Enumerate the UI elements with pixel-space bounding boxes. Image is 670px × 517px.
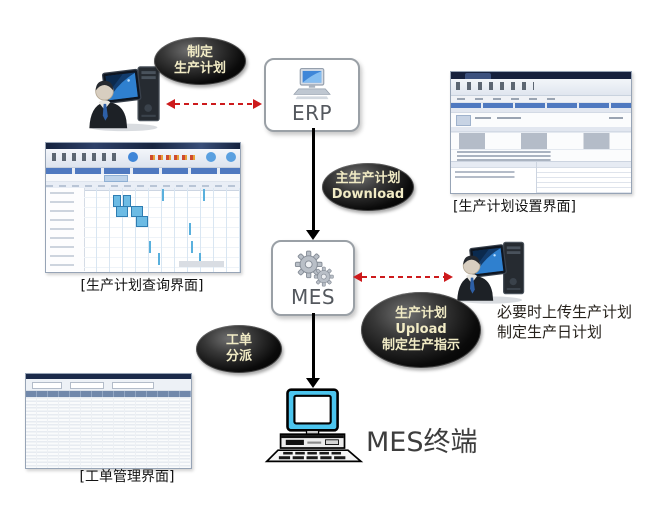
- callout-line: 分派: [225, 349, 252, 364]
- arrowhead-left-icon: [166, 99, 175, 109]
- screenshot-toolbar: [451, 79, 631, 96]
- panel-header: [451, 162, 536, 168]
- filter-chip: [104, 175, 128, 182]
- mes-label: MES: [290, 285, 336, 309]
- arrow-line: [311, 128, 315, 230]
- screenshot-filterbar: [46, 174, 240, 182]
- callout-line: Download: [331, 187, 405, 202]
- panel-rows: [536, 168, 631, 193]
- row-labels-column: [46, 188, 85, 271]
- panel-header: [536, 162, 631, 168]
- callout-line: 主生产计划: [335, 170, 401, 186]
- mes-node: MES: [271, 240, 355, 316]
- filter-input: [112, 382, 154, 389]
- gantt-bar: [116, 206, 128, 217]
- text-dash: [475, 117, 491, 119]
- callout-mps-download: 主生产计划 Download: [322, 163, 414, 211]
- text-dash: [497, 117, 521, 119]
- toolbar-chart-icon: [206, 152, 216, 162]
- fields-grid: [451, 132, 631, 149]
- erp-node: ERP: [264, 58, 360, 132]
- section-band: [451, 108, 631, 113]
- table-rows: [26, 397, 191, 468]
- arrow-mes-user: [353, 272, 453, 282]
- left-panel: [451, 162, 537, 193]
- screenshot-tabstrip: [451, 103, 631, 108]
- callout-plan-upload: 生产计划 Upload 制定生产指示: [361, 292, 481, 368]
- screenshot-titlebar: [46, 143, 240, 149]
- right-panel: [536, 162, 631, 193]
- gantt-bar: [199, 253, 201, 265]
- erp-computer-icon: [293, 67, 331, 100]
- dashed-line: [362, 276, 444, 278]
- erp-label: ERP: [291, 101, 333, 125]
- scrollbar: [179, 261, 224, 267]
- table-header: [26, 391, 191, 398]
- toolbar-icons: [52, 153, 118, 161]
- note-line: 必要时上传生产计划: [497, 303, 633, 321]
- note-line: 制定生产日计划: [497, 323, 603, 341]
- screenshot-titlebar: [26, 374, 191, 379]
- gantt-bar: [162, 189, 164, 201]
- caption-plan-setting: [生产计划设置界面]: [453, 199, 576, 215]
- filter-input: [70, 382, 104, 389]
- toolbar-help-icon: [226, 152, 236, 162]
- gantt-bar: [189, 223, 191, 235]
- arrowhead-down-icon: [306, 378, 320, 388]
- arrow-erp-mes: [306, 128, 320, 240]
- screenshot-titlebar: [451, 72, 631, 79]
- text-dash: [609, 117, 623, 119]
- callout-line: 制定: [186, 44, 213, 60]
- scheduler-user-computer-icon: [452, 240, 536, 304]
- planner-user-computer-icon: [86, 64, 170, 132]
- caption-work-order: [工单管理界面]: [79, 469, 175, 485]
- callout-work-order: 工单 分派: [196, 325, 282, 373]
- gantt-bar: [158, 253, 160, 265]
- arrowhead-down-icon: [306, 230, 320, 240]
- arrow-mes-terminal: [306, 313, 320, 388]
- caption-plan-query: [生产计划查询界面]: [80, 278, 204, 294]
- work-order-screenshot: [25, 373, 192, 469]
- toolbar-globe-icon: [128, 152, 138, 162]
- panel-rows: [451, 168, 536, 180]
- gantt-bar: [191, 241, 193, 253]
- callout-line: 生产计划: [394, 305, 447, 321]
- form-row: [451, 113, 631, 127]
- dashed-line: [175, 103, 253, 105]
- screenshot-filterbar: [26, 379, 191, 391]
- arrowhead-left-icon: [353, 272, 362, 282]
- toolbar-color-dots: [150, 155, 196, 160]
- filter-input: [32, 382, 62, 389]
- callout-line: Upload: [395, 321, 447, 337]
- gantt-bar: [149, 241, 151, 253]
- form-icon: [456, 115, 471, 126]
- gantt-bar: [203, 189, 205, 201]
- screenshot-tabstrip: [46, 168, 240, 174]
- arrow-user-erp: [166, 99, 262, 109]
- terminal-label: MES终端: [366, 427, 478, 458]
- checkbox-list: [451, 149, 631, 161]
- callout-make-plan: 制定 生产计划: [154, 37, 246, 85]
- arrow-line: [311, 313, 315, 378]
- screenshot-menubar: [451, 96, 631, 103]
- callout-line: 生产计划: [173, 61, 226, 76]
- screenshot-tab: [465, 73, 491, 79]
- gears-icon: [294, 250, 334, 287]
- arrowhead-right-icon: [253, 99, 262, 109]
- arrowhead-right-icon: [444, 272, 453, 282]
- plan-query-screenshot: [45, 142, 241, 273]
- callout-line: 工单: [225, 332, 252, 348]
- gantt-bar: [136, 216, 148, 227]
- section-band: [451, 127, 631, 132]
- toolbar-icons: [456, 82, 534, 90]
- callout-line: 制定生产指示: [381, 338, 460, 354]
- gantt-grid: [84, 188, 240, 272]
- upload-note: 必要时上传生产计划 制定生产日计划: [497, 302, 632, 342]
- plan-setting-screenshot: [450, 71, 632, 194]
- screenshot-toolbar: [46, 149, 240, 168]
- bottom-panels: [451, 161, 631, 193]
- terminal-computer-icon: [264, 388, 368, 464]
